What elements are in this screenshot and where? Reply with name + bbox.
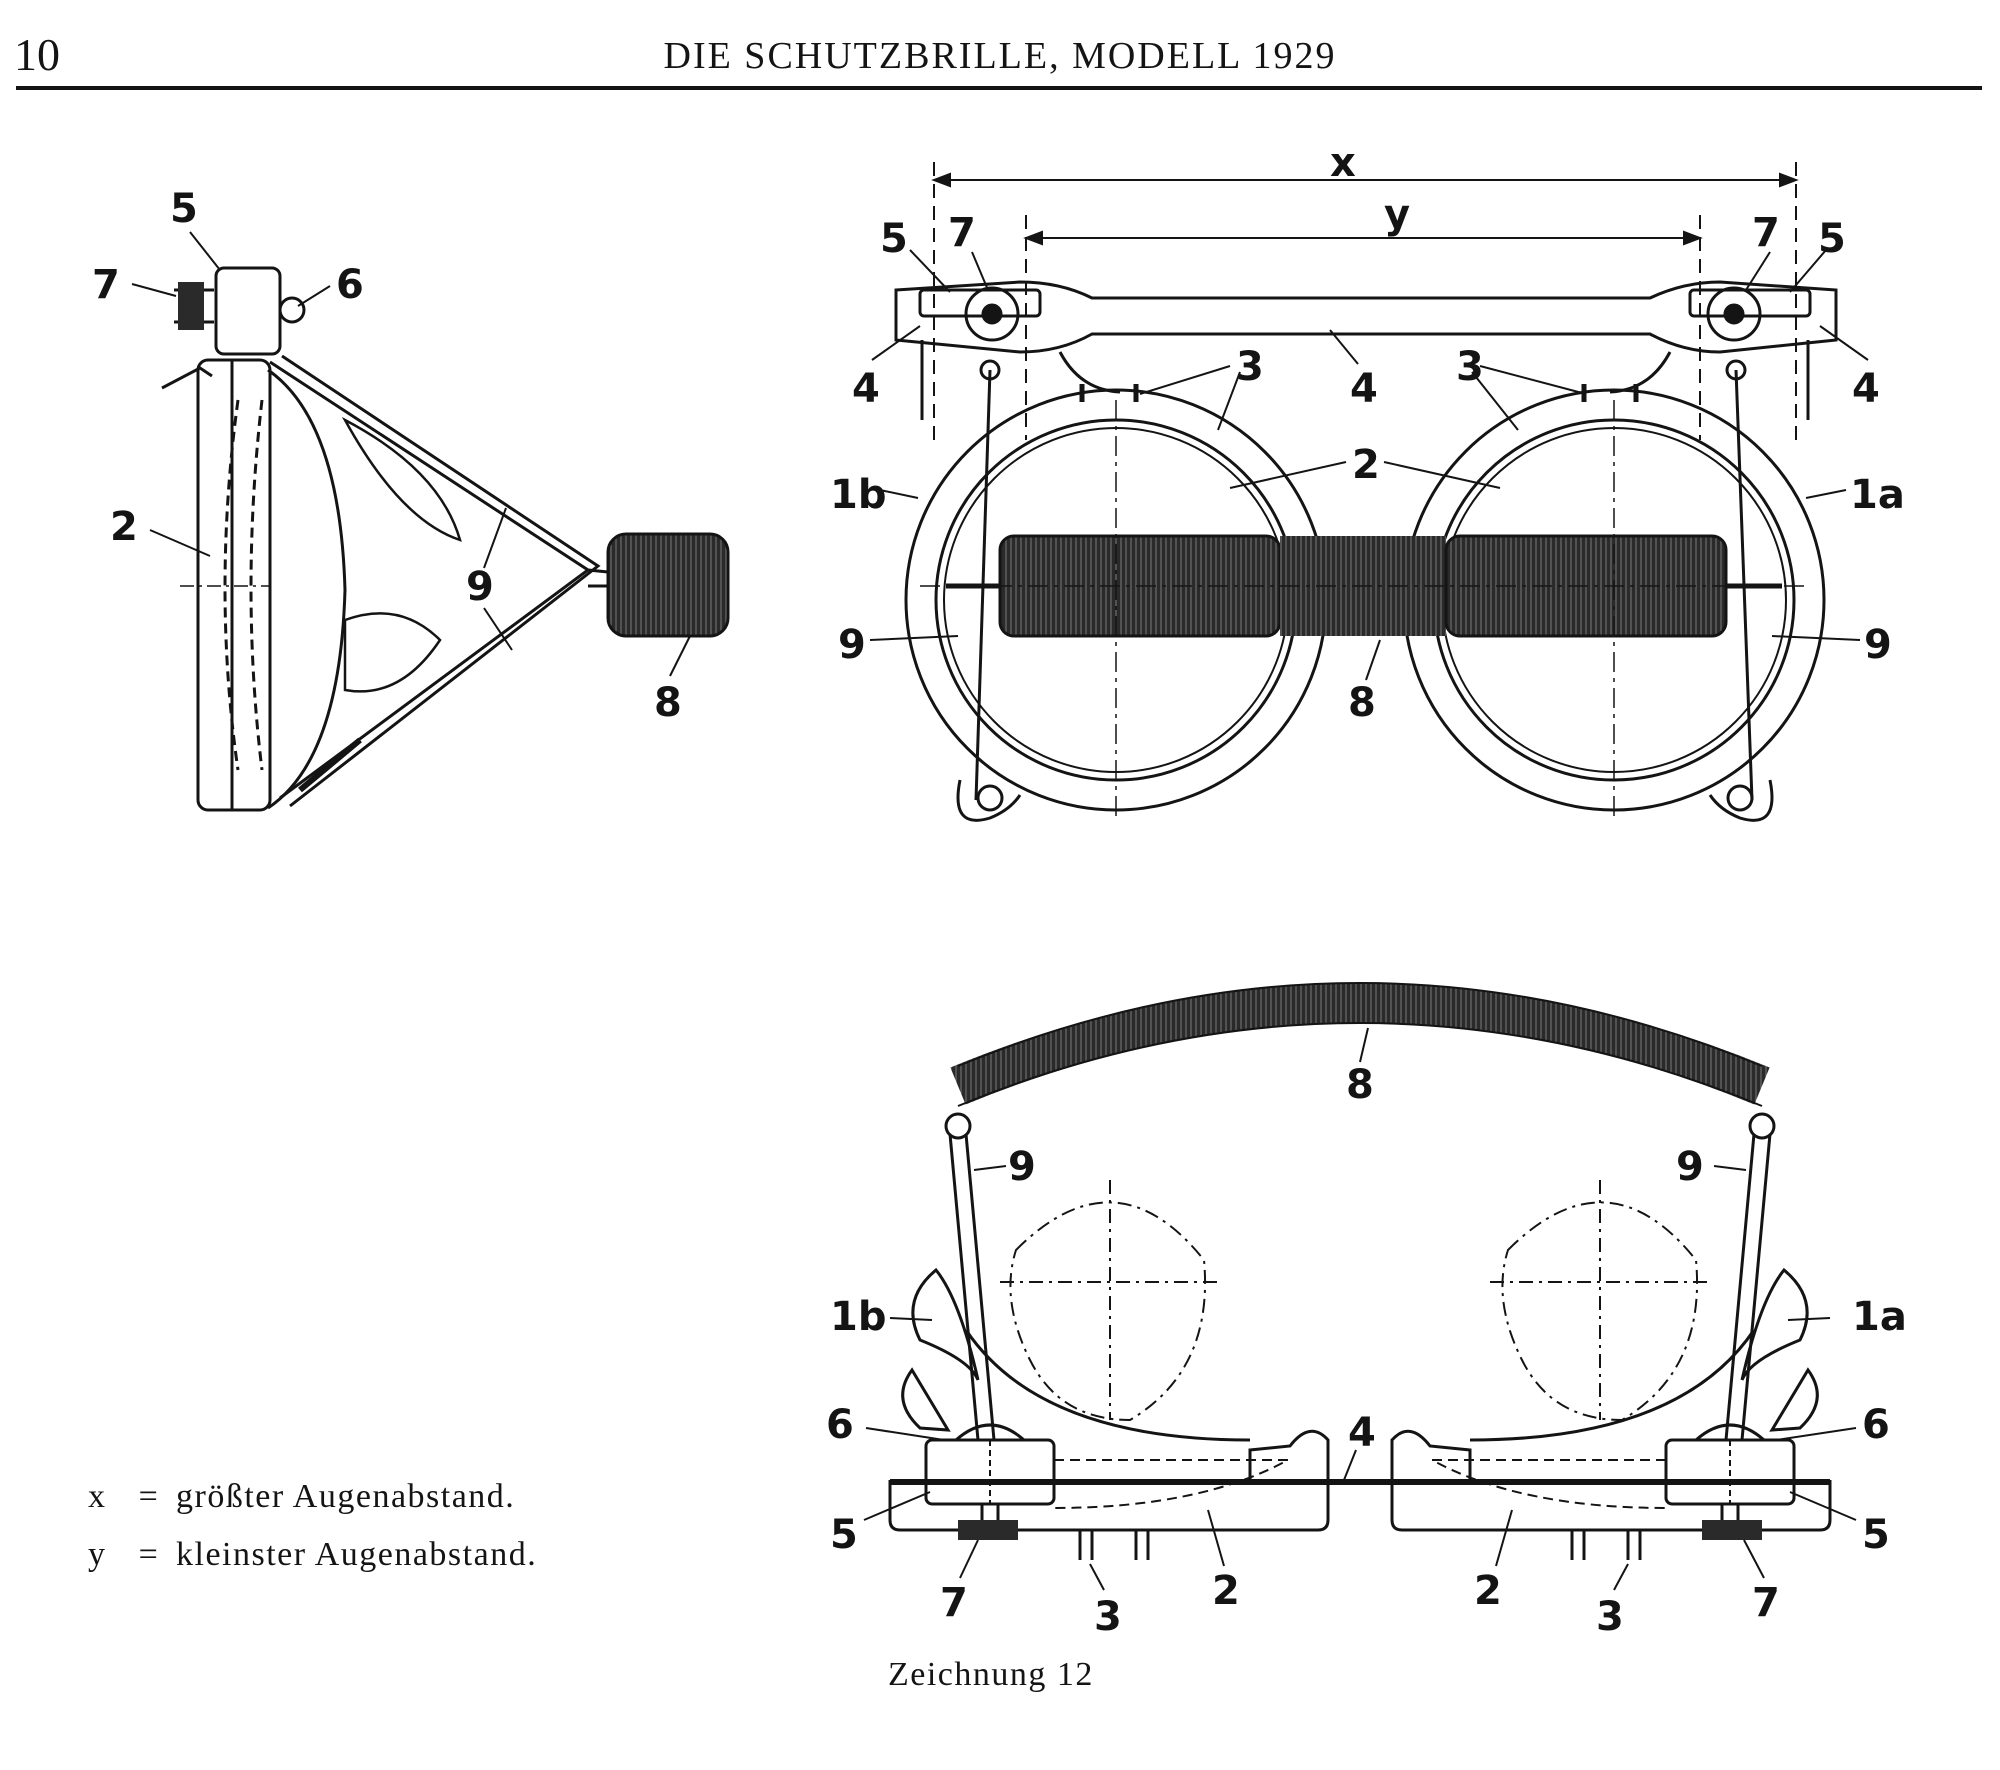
label-top-9b: 9 xyxy=(1676,1144,1704,1190)
label-front-9b: 9 xyxy=(1864,622,1892,668)
label-top-3a: 3 xyxy=(1094,1594,1122,1640)
legend-equals: = xyxy=(138,1478,160,1515)
page-number: 10 xyxy=(14,29,60,80)
label-side-9: 9 xyxy=(466,564,494,610)
label-front-9a: 9 xyxy=(838,622,866,668)
label-top-8: 8 xyxy=(1346,1062,1374,1108)
label-top-5a: 5 xyxy=(830,1512,858,1558)
label-top-4: 4 xyxy=(1348,1410,1376,1456)
figure-caption: Zeichnung 12 xyxy=(888,1656,1094,1693)
front-view xyxy=(869,162,1869,822)
side-knurled-screw xyxy=(178,282,204,330)
label-top-6a: 6 xyxy=(826,1402,854,1448)
label-top-3b: 3 xyxy=(1596,1594,1624,1640)
label-side-2: 2 xyxy=(110,504,138,550)
legend-row-y: y = kleinster Augenabstand. xyxy=(88,1526,537,1584)
side-view-labels: 5 7 6 2 9 8 xyxy=(92,186,682,726)
label-dimension-x: x xyxy=(1330,140,1356,186)
legend: x = größter Augenabstand. y = kleinster Auge… xyxy=(88,1468,537,1584)
label-front-5b: 5 xyxy=(1818,216,1846,262)
top-knurled-screw-left xyxy=(958,1520,1018,1540)
label-top-2a: 2 xyxy=(1212,1568,1240,1614)
label-front-1b: 1b xyxy=(830,472,886,518)
page-header: 10 DIE SCHUTZBRILLE, MODELL 1929 xyxy=(0,0,2000,100)
label-front-4b: 4 xyxy=(1350,366,1378,412)
label-front-3b: 3 xyxy=(1456,344,1484,390)
header-rule xyxy=(16,86,1982,90)
top-view xyxy=(863,982,1857,1591)
label-front-7b: 7 xyxy=(1752,210,1780,256)
label-dimension-y: y xyxy=(1384,192,1410,238)
label-top-9a: 9 xyxy=(1008,1144,1036,1190)
label-top-2b: 2 xyxy=(1474,1568,1502,1614)
label-top-1a: 1a xyxy=(1852,1294,1907,1340)
label-front-5a: 5 xyxy=(880,216,908,262)
side-coil-spring xyxy=(606,532,730,638)
label-side-8: 8 xyxy=(654,680,682,726)
label-top-5b: 5 xyxy=(1862,1512,1890,1558)
top-view-labels: 8 9 9 1b 1a 6 6 4 5 5 7 7 3 3 2 2 xyxy=(826,1062,1907,1640)
label-front-3a: 3 xyxy=(1236,344,1264,390)
label-front-7a: 7 xyxy=(948,210,976,256)
legend-row-x: x = größter Augenabstand. xyxy=(88,1468,537,1526)
label-side-7: 7 xyxy=(92,262,120,308)
legend-text: größter Augenabstand. xyxy=(176,1478,516,1515)
label-side-6: 6 xyxy=(336,262,364,308)
label-front-4c: 4 xyxy=(1852,366,1880,412)
label-side-5: 5 xyxy=(170,186,198,232)
label-top-7a: 7 xyxy=(940,1580,968,1626)
label-front-1a: 1a xyxy=(1850,472,1905,518)
legend-var: y xyxy=(88,1536,107,1573)
label-front-4a: 4 xyxy=(852,366,880,412)
legend-var: x xyxy=(88,1478,107,1515)
legend-text: kleinster Augenabstand. xyxy=(176,1536,538,1573)
side-view xyxy=(131,231,730,812)
front-view-labels: x y 5 7 7 5 4 4 4 3 3 1b 1a 2 9 9 8 xyxy=(830,140,1905,726)
label-front-8: 8 xyxy=(1348,680,1376,726)
top-knurled-screw-right xyxy=(1702,1520,1762,1540)
legend-equals: = xyxy=(138,1536,160,1573)
label-front-2: 2 xyxy=(1352,442,1380,488)
label-top-7b: 7 xyxy=(1752,1580,1780,1626)
label-top-1b: 1b xyxy=(830,1294,886,1340)
label-top-6b: 6 xyxy=(1862,1402,1890,1448)
running-title: DIE SCHUTZBRILLE, MODELL 1929 xyxy=(663,35,1337,77)
top-band-arch xyxy=(950,983,1770,1105)
